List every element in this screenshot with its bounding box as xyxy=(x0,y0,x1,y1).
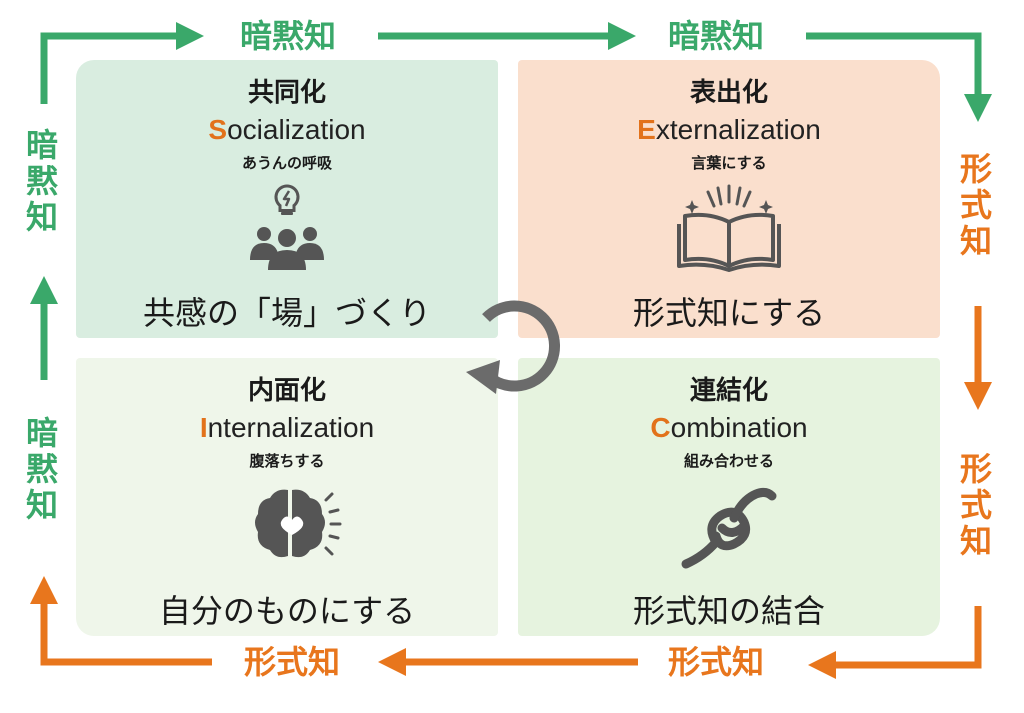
quadrant-main-text: 形式知の結合 xyxy=(632,592,825,630)
english-initial: S xyxy=(208,114,228,145)
edge-label-right-top: 形式知 xyxy=(955,152,993,260)
quadrant-socialization: 共同化 Socialization あうんの呼吸 共感の「場」づくり xyxy=(76,60,498,338)
brain-heart-icon xyxy=(255,489,342,558)
edge-label-bottom-left: 形式知 xyxy=(244,643,341,681)
open-book-icon xyxy=(677,184,781,272)
english-initial: E xyxy=(637,114,656,145)
quadrant-english-term: Combination xyxy=(518,412,940,444)
quadrant-english-term: Socialization xyxy=(76,114,498,146)
quadrant-externalization: 表出化 Externalization 言葉にする 形式知にする xyxy=(518,60,940,338)
english-rest: nternalization xyxy=(207,412,375,443)
quadrant-main-text: 形式知にする xyxy=(632,294,826,332)
english-rest: ocialization xyxy=(227,114,366,145)
knot-icon xyxy=(681,487,777,569)
arrow-top-right-down xyxy=(806,32,992,122)
quadrant-english-term: Internalization xyxy=(76,412,498,444)
english-rest: xternalization xyxy=(655,114,821,145)
people-lightbulb-icon xyxy=(250,184,324,270)
quadrant-subtitle: 組み合わせる xyxy=(683,452,774,470)
edge-label-right-bottom: 形式知 xyxy=(955,452,993,560)
arrow-left-top-to-top xyxy=(40,22,204,104)
edge-label-top-right: 暗黙知 xyxy=(668,17,765,55)
english-initial: I xyxy=(199,412,208,443)
arrow-right-bottom xyxy=(808,606,982,679)
edge-label-bottom-right: 形式知 xyxy=(668,643,765,681)
quadrant-title: 内面化 xyxy=(247,376,326,406)
quadrant-subtitle: あうんの呼吸 xyxy=(241,154,332,172)
quadrant-title: 共同化 xyxy=(247,78,326,108)
quadrant-english-term: Externalization xyxy=(518,114,940,146)
edge-label-left-bottom: 暗黙知 xyxy=(21,416,59,524)
quadrant-main-text: 共感の「場」づくり xyxy=(142,294,431,332)
quadrant-subtitle: 腹落ちする xyxy=(249,452,325,470)
rotation-arrow-icon xyxy=(466,300,560,394)
quadrant-title: 連結化 xyxy=(689,376,768,406)
quadrant-subtitle: 言葉にする xyxy=(691,154,767,172)
quadrant-combination: 連結化 Combination 組み合わせる 形式知の結合 xyxy=(518,358,940,636)
english-initial: C xyxy=(650,412,671,443)
quadrant-main-text: 自分のものにする xyxy=(158,592,416,630)
arrow-bottom-left xyxy=(30,576,212,666)
english-rest: ombination xyxy=(670,412,808,443)
edge-label-top-left: 暗黙知 xyxy=(240,17,337,55)
quadrant-internalization: 内面化 Internalization 腹落ちする 自分のものにする xyxy=(76,358,498,636)
quadrant-title: 表出化 xyxy=(689,78,768,108)
edge-label-left-top: 暗黙知 xyxy=(21,128,59,236)
